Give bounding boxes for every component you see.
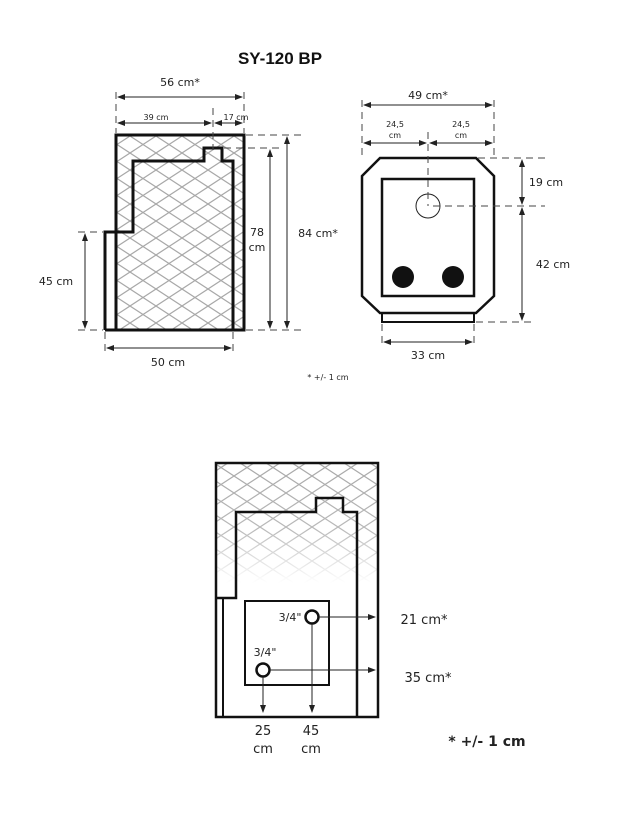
dim-78-unit: cm — [249, 241, 266, 254]
dim-24-5-left-unit: cm — [389, 131, 401, 140]
lower-pipe-fitting — [255, 662, 271, 678]
dim-33-label: 33 cm — [411, 349, 445, 362]
lower-x-unit: cm — [253, 742, 273, 757]
front-casing — [360, 156, 496, 315]
connection-panel — [244, 600, 330, 686]
insulation-hatch-faded — [216, 463, 378, 583]
base-plate — [381, 312, 475, 323]
dim-17-label: 17 cm — [224, 113, 249, 122]
dim-24-5-right-label: 24,5 — [452, 120, 470, 129]
heater-profile-rear — [216, 496, 359, 717]
upper-x-label: 45 — [303, 724, 320, 739]
dim-49-label: 49 cm* — [408, 89, 448, 102]
dim-50-label: 50 cm — [151, 356, 185, 369]
dim-24-5-right-unit: cm — [455, 131, 467, 140]
outer-casing-rear — [214, 461, 380, 719]
insulation-hatch — [116, 135, 244, 330]
dim-84-label: 84 cm* — [298, 227, 338, 240]
tolerance-note: * +/- 1 cm — [307, 373, 348, 382]
tolerance-note-bold: * +/- 1 cm — [448, 734, 525, 750]
dim-45-label: 45 cm — [39, 275, 73, 288]
front-view: 49 cm* 24,5 cm 24,5 cm 19 cm 42 cm 33 cm — [360, 89, 570, 362]
lower-height-label: 35 cm* — [405, 671, 452, 686]
dim-19-label: 19 cm — [529, 176, 563, 189]
dim-39-label: 39 cm — [144, 113, 169, 122]
lower-x-label: 25 — [255, 724, 272, 739]
dim-24-5-left-label: 24,5 — [386, 120, 404, 129]
upper-x-unit: cm — [301, 742, 321, 757]
connections-view: 3/4" 3/4" 21 cm* 35 cm* 25 cm 45 cm * +/… — [214, 461, 526, 757]
dim-56-label: 56 cm* — [160, 76, 200, 89]
drawing-title: SY-120 BP — [238, 49, 322, 68]
upper-height-label: 21 cm* — [401, 613, 448, 628]
upper-fitting-size: 3/4" — [279, 611, 302, 624]
control-knob-left — [392, 266, 414, 288]
dim-42-label: 42 cm — [536, 258, 570, 271]
side-view: 56 cm* 39 cm 17 cm 78 cm 84 cm* 45 cm 50… — [39, 76, 349, 382]
upper-pipe-fitting — [304, 609, 320, 625]
lower-fitting-size: 3/4" — [254, 646, 277, 659]
front-panel — [380, 177, 476, 298]
control-knob-right — [442, 266, 464, 288]
heater-profile — [103, 146, 235, 332]
dim-78-label: 78 — [250, 226, 264, 239]
